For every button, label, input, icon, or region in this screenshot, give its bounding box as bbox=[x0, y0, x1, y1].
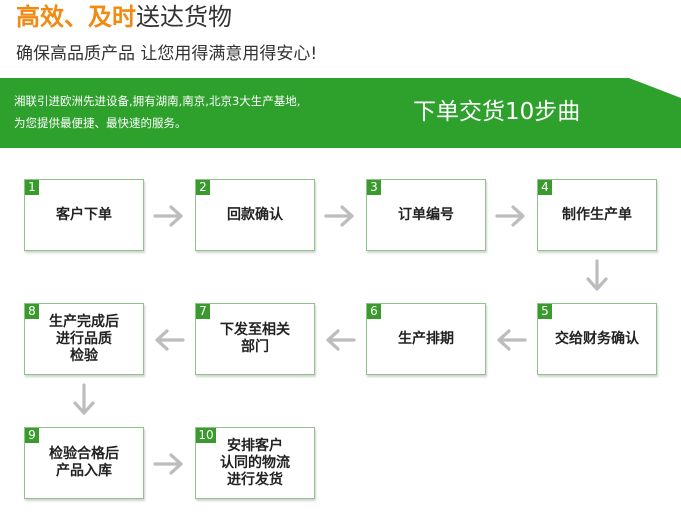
step-1: 1 客户下单 bbox=[24, 179, 144, 251]
step-10: 10 安排客户 认同的物流 进行发货 bbox=[195, 427, 315, 499]
step-label: 订单编号 bbox=[398, 206, 454, 223]
step-label: 检验合格后 产品入库 bbox=[49, 446, 119, 479]
step-label: 安排客户 认同的物流 进行发货 bbox=[220, 437, 290, 488]
banner-title: 下单交货10步曲 bbox=[413, 99, 581, 125]
banner-line-1: 湘联引进欧洲先进设备,拥有湖南,南京,北京3大生产基地, bbox=[14, 94, 301, 108]
step-number: 3 bbox=[367, 180, 381, 195]
step-9: 9 检验合格后 产品入库 bbox=[24, 427, 144, 499]
banner-corner-fold bbox=[629, 78, 681, 98]
step-label: 制作生产单 bbox=[562, 206, 632, 223]
step-number: 4 bbox=[538, 180, 552, 195]
arrow-down-icon bbox=[586, 259, 608, 293]
step-4: 4 制作生产单 bbox=[537, 179, 657, 251]
step-number: 9 bbox=[25, 428, 39, 443]
arrow-right-icon bbox=[495, 205, 527, 227]
arrow-left-icon bbox=[324, 329, 356, 351]
step-label: 交给财务确认 bbox=[555, 330, 639, 347]
banner: 湘联引进欧洲先进设备,拥有湖南,南京,北京3大生产基地, 为您提供最便捷、最快速… bbox=[0, 78, 681, 148]
step-8: 8 生产完成后 进行品质 检验 bbox=[24, 303, 144, 375]
arrow-left-icon bbox=[495, 329, 527, 351]
step-number: 10 bbox=[196, 428, 216, 443]
banner-description: 湘联引进欧洲先进设备,拥有湖南,南京,北京3大生产基地, 为您提供最便捷、最快速… bbox=[14, 90, 300, 134]
headline-highlight: 高效、及时 bbox=[16, 3, 136, 31]
step-label: 回款确认 bbox=[227, 206, 283, 223]
step-7: 7 下发至相关 部门 bbox=[195, 303, 315, 375]
step-number: 7 bbox=[196, 304, 210, 319]
step-3: 3 订单编号 bbox=[366, 179, 486, 251]
step-label: 生产排期 bbox=[398, 330, 454, 347]
step-6: 6 生产排期 bbox=[366, 303, 486, 375]
step-label: 下发至相关 部门 bbox=[220, 322, 290, 355]
banner-line-2: 为您提供最便捷、最快速的服务。 bbox=[14, 116, 187, 130]
headline-rest: 送达货物 bbox=[136, 3, 232, 31]
step-number: 8 bbox=[25, 304, 39, 319]
step-number: 5 bbox=[538, 304, 552, 319]
headline: 高效、及时送达货物 bbox=[16, 0, 232, 34]
step-label: 客户下单 bbox=[56, 206, 112, 223]
banner-background bbox=[0, 78, 681, 148]
arrow-right-icon bbox=[153, 205, 185, 227]
arrow-right-icon bbox=[153, 453, 185, 475]
step-number: 6 bbox=[367, 304, 381, 319]
subtitle: 确保高品质产品 让您用得满意用得安心! bbox=[16, 44, 318, 64]
step-5: 5 交给财务确认 bbox=[537, 303, 657, 375]
arrow-left-icon bbox=[153, 329, 185, 351]
arrow-right-icon bbox=[324, 205, 356, 227]
step-number: 2 bbox=[196, 180, 210, 195]
step-label: 生产完成后 进行品质 检验 bbox=[49, 313, 119, 364]
arrow-down-icon bbox=[73, 383, 95, 417]
step-2: 2 回款确认 bbox=[195, 179, 315, 251]
step-number: 1 bbox=[25, 180, 39, 195]
